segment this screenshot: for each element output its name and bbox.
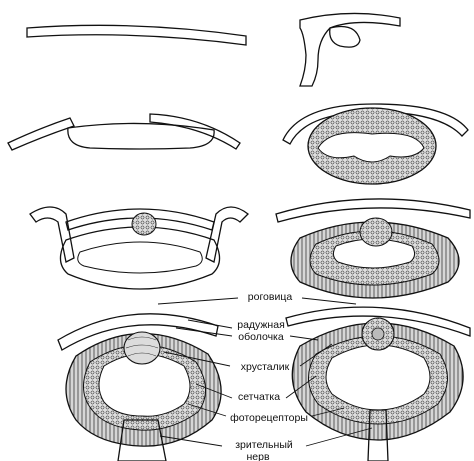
- label-iris-line1: радужная: [237, 319, 285, 331]
- stage-8-mature-eye-right: [286, 307, 470, 461]
- label-optic-nerve-line1: зрительный: [235, 439, 293, 451]
- stage-3-invaginating-plate: [8, 114, 240, 150]
- stage-5-lens-pit: [30, 207, 248, 289]
- stage-7-mature-eye-left: [58, 314, 221, 461]
- stage-2-curved-fold: [300, 13, 400, 86]
- stage-4-vesicle: [283, 104, 468, 184]
- stage-6-layered-cup: [276, 199, 470, 298]
- label-cornea: роговица: [248, 291, 293, 303]
- stage-1-flat-epithelium: [27, 25, 246, 45]
- label-lens: хрусталик: [241, 361, 290, 373]
- label-photoreceptors: фоторецепторы: [230, 412, 308, 424]
- label-iris-line2: оболочка: [238, 331, 284, 343]
- label-retina: сетчатка: [238, 391, 280, 403]
- label-optic-nerve-line2: нерв: [246, 451, 269, 461]
